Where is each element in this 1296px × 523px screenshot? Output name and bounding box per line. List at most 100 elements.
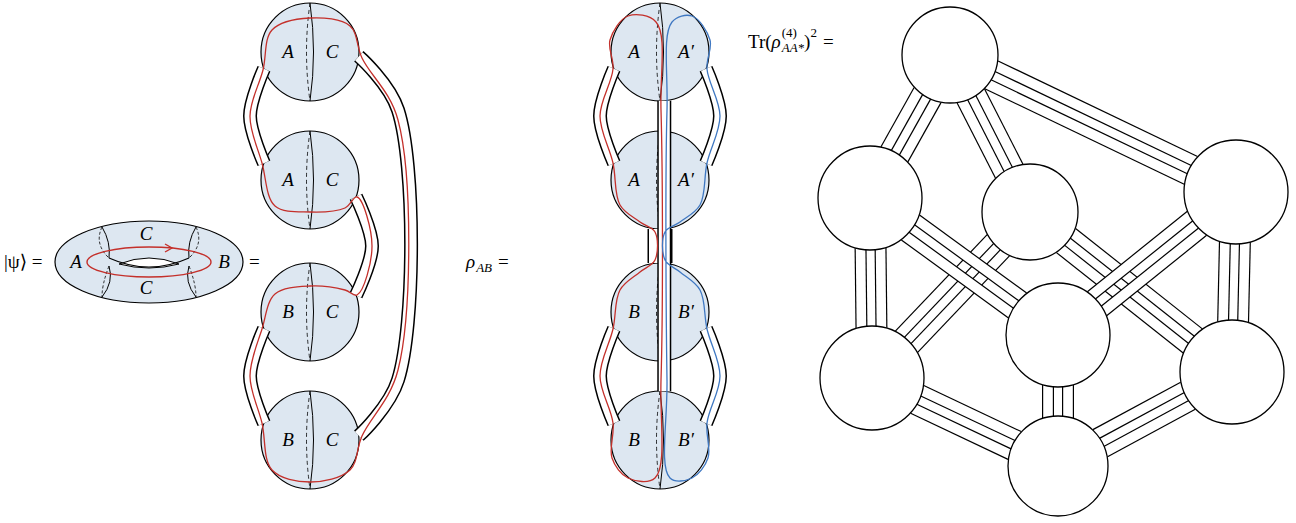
region-label-holder: B — [628, 302, 640, 322]
cube-tube — [1043, 385, 1053, 418]
region-boundary-back — [99, 227, 109, 258]
region-boundary-back — [102, 266, 109, 297]
cube-tube — [1243, 242, 1245, 322]
sphere-body — [261, 263, 359, 361]
cube-sphere — [902, 7, 998, 103]
cube-sphere — [1006, 283, 1110, 387]
tube-body — [600, 69, 614, 163]
cube-sphere — [1184, 140, 1288, 244]
sphere-node: AC — [260, 130, 360, 230]
region-label: B — [628, 430, 640, 450]
region-label-holder: A — [628, 170, 640, 190]
tube-connector — [356, 197, 372, 295]
region-label: A — [628, 42, 640, 62]
tube-body — [356, 197, 372, 295]
sphere-meridian — [660, 131, 664, 229]
cube-tube-outline — [980, 91, 1018, 166]
formula-part-holder: |ψ⟩ = — [4, 252, 43, 272]
sphere-body — [611, 391, 709, 489]
sphere-meridian — [310, 263, 314, 361]
formula-text: ) — [804, 32, 810, 52]
torus-hole — [119, 258, 179, 268]
region-label: B′ — [678, 430, 694, 450]
tube-connector — [706, 329, 720, 423]
cycle-loop — [87, 247, 211, 277]
formula-text: |ψ⟩ = — [4, 252, 43, 272]
formula-text: ρ — [772, 32, 781, 52]
cube-tube — [886, 90, 919, 149]
sphere-node: A A′ — [610, 130, 710, 230]
boundary-loop — [662, 15, 720, 481]
tube-body — [706, 329, 720, 423]
cube-sphere — [1180, 320, 1284, 424]
formula-part-holder: ρ — [466, 252, 475, 272]
formula-text: AA* — [782, 41, 804, 55]
sphere-outline — [260, 262, 360, 362]
region-boundary-back — [189, 266, 196, 297]
formula-text: (4) — [782, 26, 797, 40]
sphere-node: B B′ — [610, 390, 710, 490]
region-label-holder: C — [326, 302, 339, 322]
sphere-node: AA′ — [610, 2, 710, 102]
sphere-outline — [260, 390, 360, 490]
region-label: C — [326, 430, 339, 450]
cube-tube — [913, 408, 1010, 454]
formula-text: ( — [765, 32, 771, 52]
cube-tube-outline — [1243, 242, 1245, 322]
region-label-holder: B′ — [678, 430, 694, 450]
region-boundary — [102, 266, 110, 297]
cube-tube — [987, 84, 1186, 180]
cube-tube — [1095, 387, 1183, 434]
region-label: C — [140, 224, 153, 244]
cube-sphere — [818, 146, 922, 250]
tube-outline — [600, 329, 614, 423]
sphere-meridian-back — [307, 391, 311, 489]
region-label-holder: A — [70, 252, 82, 272]
formula-part-holder: 2 — [810, 26, 817, 40]
formula-part-holder: = — [823, 32, 834, 52]
tube-connector — [359, 56, 411, 435]
sphere-meridian-back — [657, 263, 661, 361]
sphere-meridian-back — [307, 3, 311, 101]
region-label-holder: C — [140, 278, 153, 298]
sphere-node: BC — [260, 390, 360, 490]
region-label: A — [70, 252, 82, 272]
region-label: C — [326, 42, 339, 62]
formula-part-holder: AA* — [782, 41, 804, 55]
tube-outline — [706, 329, 720, 423]
sphere-meridian — [660, 3, 664, 101]
formula-text: = — [823, 32, 834, 52]
sphere-body — [261, 131, 359, 229]
formula-part-holder: (4) — [782, 26, 797, 40]
region-label: A — [628, 170, 640, 190]
region-boundary — [102, 227, 109, 258]
sphere-meridian-back — [307, 263, 311, 361]
cube-tube — [856, 248, 866, 328]
tube-body — [659, 101, 670, 391]
sphere-node: BB′ — [610, 262, 710, 362]
cube-tube — [980, 91, 1018, 166]
tube-body — [359, 56, 411, 435]
region-label: A — [282, 42, 294, 62]
region-label-holder: C — [326, 42, 339, 62]
sphere-meridian — [660, 263, 664, 361]
cube-tube-outline — [1062, 385, 1074, 418]
cube-tube-outline — [1095, 387, 1183, 434]
sphere-outline — [610, 390, 710, 490]
cube-tube — [996, 66, 1195, 162]
tube-connector — [664, 101, 665, 391]
formula-text: ρ — [466, 252, 475, 272]
cube-tube-outline — [1042, 385, 1054, 418]
cube-tube-outline — [855, 248, 868, 328]
cube-tube-outline — [886, 90, 919, 149]
formula-part-holder: ρ — [772, 32, 781, 52]
torus-hole-edge — [109, 258, 189, 267]
region-label: A′ — [678, 170, 694, 190]
boundary-loop — [250, 18, 409, 482]
cube-tube — [916, 219, 1023, 297]
cube-tube — [1063, 385, 1073, 418]
cube-tube — [1103, 231, 1203, 311]
sphere-body — [261, 3, 359, 101]
region-label: C — [326, 170, 339, 190]
